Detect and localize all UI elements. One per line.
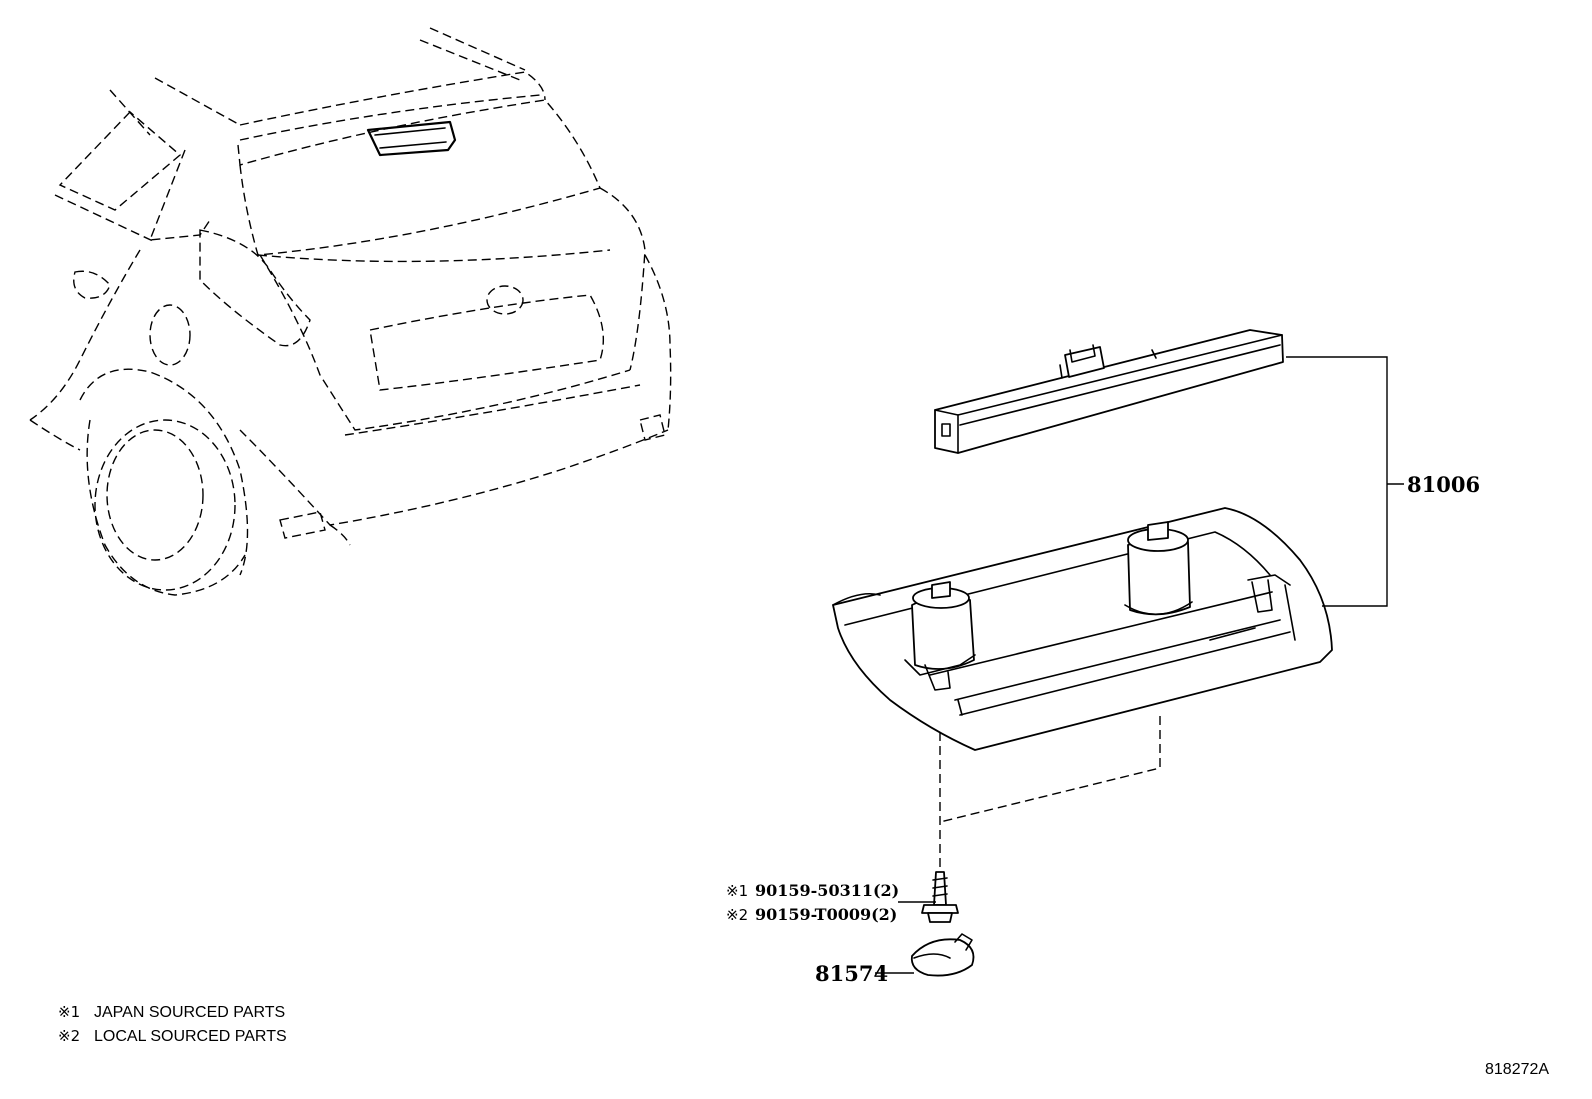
cap-illustration — [910, 933, 975, 977]
sourcing-notes: ※1 JAPAN SOURCED PARTS ※2 LOCAL SOURCED … — [58, 1003, 287, 1045]
part-number-81574: 81574 — [815, 961, 888, 986]
note-2-mark: ※2 — [58, 1027, 80, 1045]
stop-lamp-bar — [934, 329, 1284, 454]
leader-lines — [875, 356, 1404, 974]
screw-illustration — [921, 871, 959, 923]
screw-part-number-2: 90159-T0009(2) — [755, 905, 897, 924]
note-1-text: JAPAN SOURCED PARTS — [94, 1004, 285, 1021]
screw-mark-2: ※2 — [726, 906, 748, 924]
illustration-code: 818272A — [1485, 1061, 1549, 1078]
note-2-text: LOCAL SOURCED PARTS — [94, 1028, 287, 1045]
part-number-81006: 81006 — [1407, 472, 1480, 497]
part-labels: 81006 ※1 90159-50311(2) ※2 90159-T0009(2… — [726, 472, 1480, 986]
screw-mark-1: ※1 — [726, 882, 748, 900]
stop-lamp-cover — [832, 507, 1333, 751]
vehicle-rear-illustration — [29, 27, 672, 596]
screw-part-number-1: 90159-50311(2) — [755, 881, 899, 900]
note-1-mark: ※1 — [58, 1003, 80, 1021]
assembly-dashed-lines — [939, 716, 1161, 870]
